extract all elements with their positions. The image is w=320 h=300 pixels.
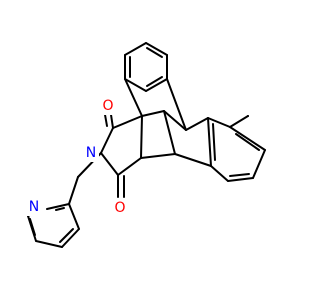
nitrogen-label-imide: N (86, 145, 96, 161)
right-benzene-ring (185, 115, 266, 182)
upper-benzene-ring (124, 42, 168, 92)
atom-o-bottom: O (112, 199, 128, 217)
structure-diagram: O O N N (26, 42, 266, 248)
oxygen-label-top: O (102, 98, 113, 114)
atom-n-imide: N (83, 144, 99, 162)
nitrogen-label-pyridine: N (29, 199, 39, 215)
atom-n-pyridine: N (26, 198, 42, 216)
atom-o-top: O (100, 97, 116, 115)
oxygen-label-bottom: O (114, 200, 125, 216)
bridge-framework (124, 78, 212, 167)
molecule-canvas: O O N N (26, 42, 266, 248)
